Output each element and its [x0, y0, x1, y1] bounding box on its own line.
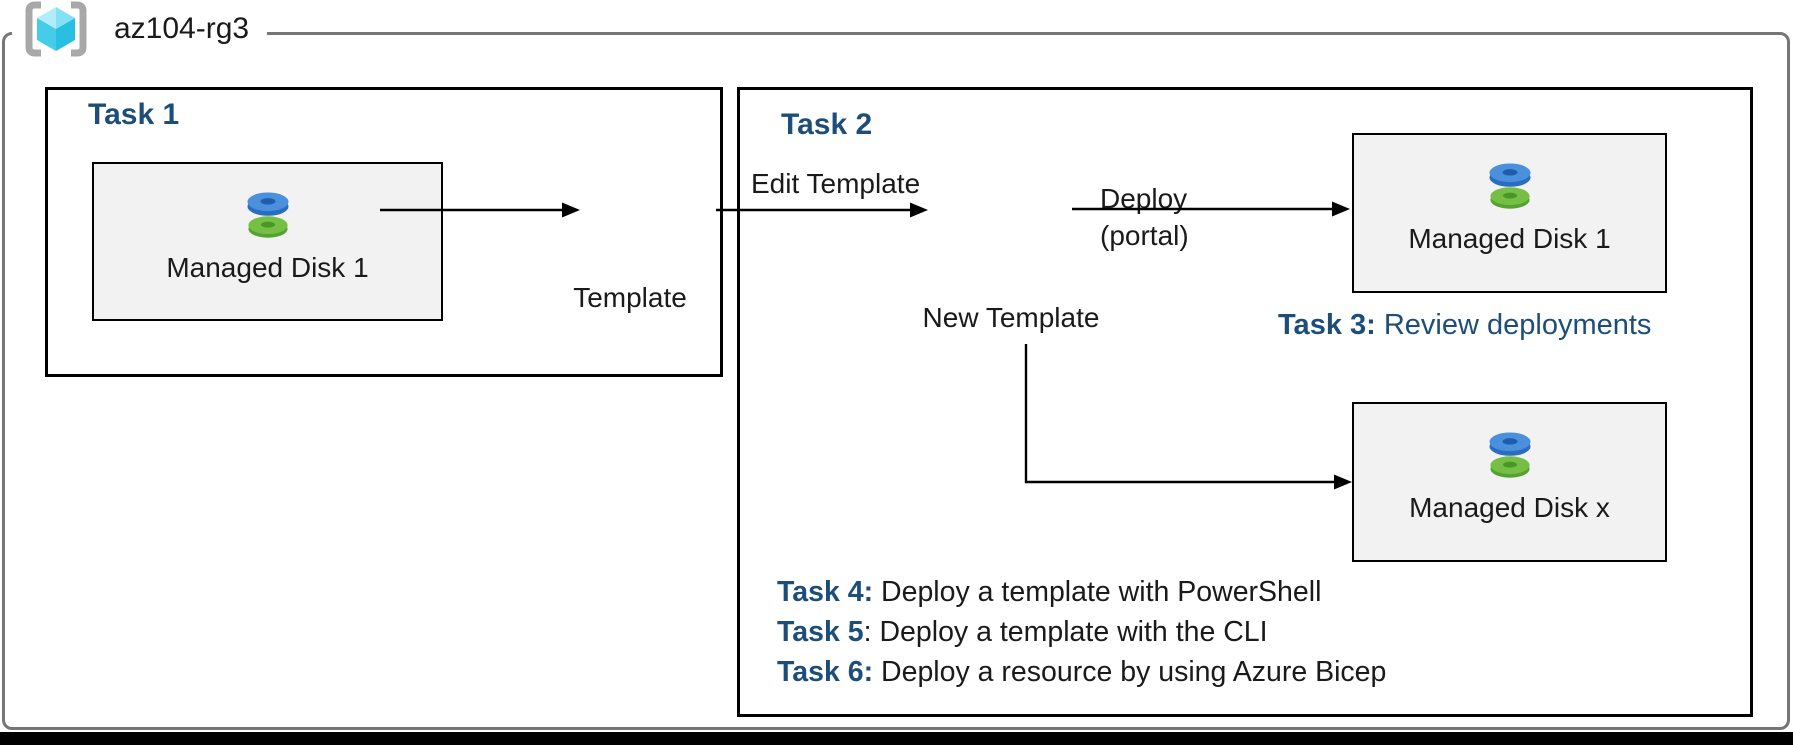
- task-list-item: Task 6: Deploy a resource by using Azure…: [777, 652, 1386, 692]
- managed-disk-1-source-label: Managed Disk 1: [166, 252, 369, 283]
- deploy-label-line1: Deploy: [1100, 183, 1188, 214]
- task5-text: : Deploy a template with the CLI: [863, 616, 1268, 648]
- task6-text: Deploy a resource by using Azure Bicep: [873, 656, 1387, 688]
- managed-disk-icon: [1488, 163, 1531, 209]
- task5-label: Task 5: [777, 616, 864, 648]
- task4-label: Task 4:: [777, 576, 874, 608]
- managed-disk-icon: [1488, 432, 1531, 478]
- resource-group-border: [2, 32, 1790, 730]
- new-template-label: New Template: [922, 302, 1100, 333]
- task-list-item: Task 4: Deploy a template with PowerShel…: [777, 572, 1386, 612]
- deploy-label-line2: (portal): [1100, 220, 1189, 251]
- task6-label: Task 6:: [777, 656, 874, 688]
- deploy-portal-label: Deploy (portal): [1100, 180, 1189, 254]
- managed-disk-1-deployed-label: Managed Disk 1: [1408, 223, 1611, 254]
- managed-disk-1-source-box: Managed Disk 1: [92, 162, 443, 321]
- resource-group-label: az104-rg3: [114, 12, 250, 45]
- managed-disk-icon: [246, 192, 289, 238]
- bottom-bar: [0, 732, 1793, 745]
- task3-text: Review deployments: [1375, 309, 1652, 341]
- managed-disk-x-label: Managed Disk x: [1409, 492, 1610, 523]
- task1-title: Task 1: [88, 98, 180, 131]
- resource-group-icon: [25, 1, 87, 57]
- task3-note: Task 3: Review deployments: [1278, 309, 1651, 342]
- task-list-item: Task 5: Deploy a template with the CLI: [777, 612, 1386, 652]
- resource-group-header: az104-rg3: [12, 0, 268, 58]
- task3-label: Task 3:: [1278, 309, 1376, 341]
- managed-disk-1-deployed-box: Managed Disk 1: [1352, 133, 1667, 293]
- task-list: Task 4: Deploy a template with PowerShel…: [777, 572, 1386, 692]
- task2-title: Task 2: [781, 108, 873, 141]
- edit-template-label: Edit Template: [751, 168, 921, 199]
- template-label: Template: [573, 282, 687, 313]
- task4-text: Deploy a template with PowerShell: [873, 576, 1322, 608]
- managed-disk-x-box: Managed Disk x: [1352, 402, 1667, 562]
